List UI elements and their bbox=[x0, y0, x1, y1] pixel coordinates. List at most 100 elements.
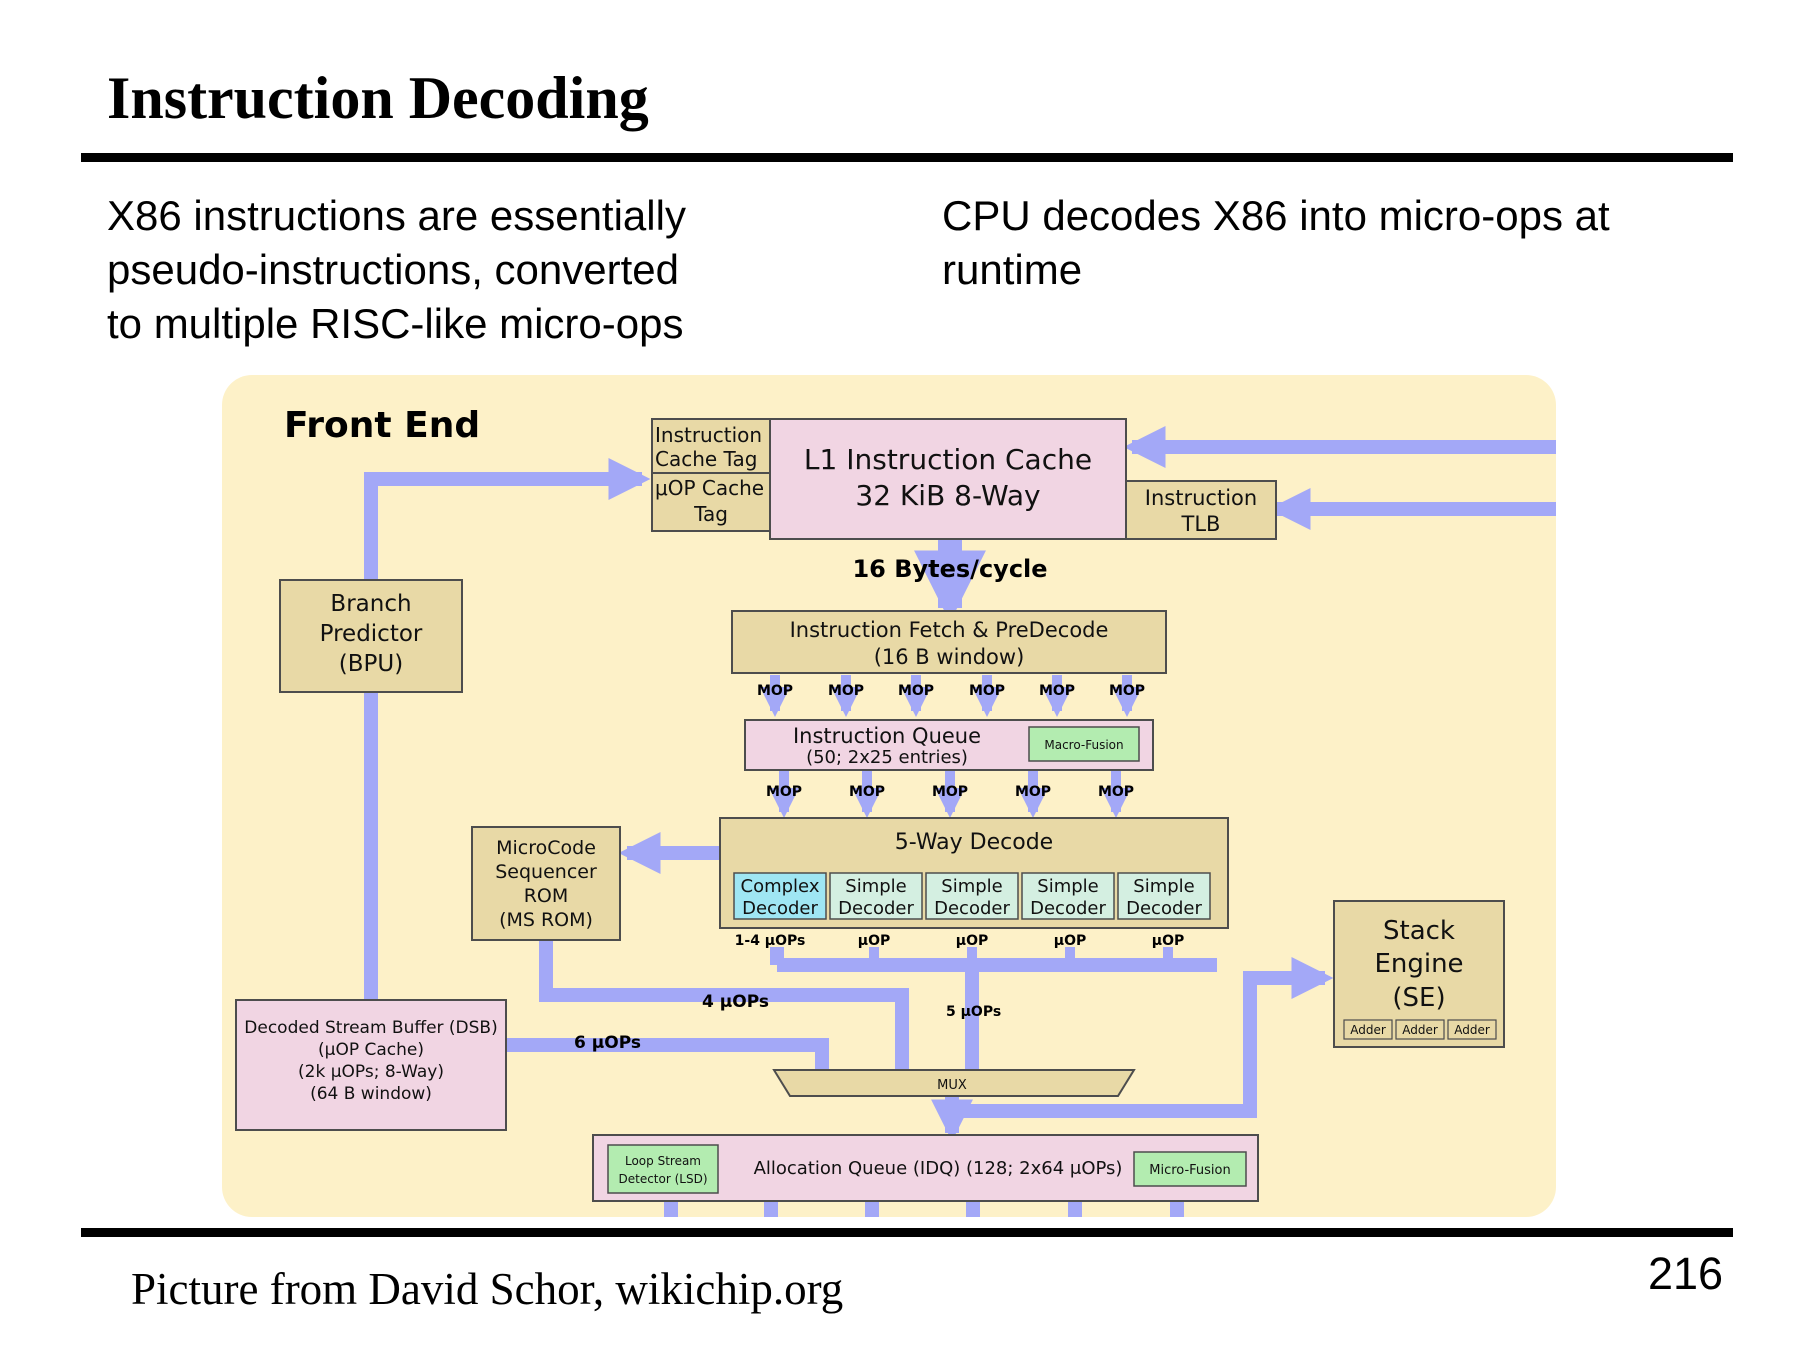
simple-decoder-4: Simple Decoder bbox=[1117, 872, 1211, 920]
ms-rom-label: MicroCode bbox=[496, 837, 596, 859]
mop-label: MOP bbox=[1109, 683, 1145, 699]
complex-decoder: Complex Decoder bbox=[733, 872, 827, 920]
lsd-label: Loop Stream bbox=[625, 1154, 701, 1168]
left-text-line: X86 instructions are essentially bbox=[107, 192, 686, 239]
datapath-arrows bbox=[364, 426, 1556, 1217]
simple-decoder-label: Decoder bbox=[1030, 898, 1106, 919]
mux-label: MUX bbox=[937, 1078, 967, 1093]
left-text-line: pseudo-instructions, converted bbox=[107, 246, 679, 293]
iq-label: (50; 2x25 entries) bbox=[806, 747, 968, 768]
l1-instruction-cache-block: L1 Instruction Cache 32 KiB 8-Way bbox=[769, 418, 1127, 540]
mop-label: MOP bbox=[828, 683, 864, 699]
itlb-label: TLB bbox=[1181, 512, 1221, 536]
adder-label: Adder bbox=[1350, 1023, 1386, 1037]
right-text-line: runtime bbox=[942, 246, 1083, 293]
itlb-label: Instruction bbox=[1145, 486, 1257, 510]
adder-box bbox=[1447, 1019, 1497, 1040]
icache-tag-block: Instruction Cache Tag bbox=[651, 418, 771, 474]
mop-label: MOP bbox=[1039, 683, 1075, 699]
five-way-decode-block: 5-Way Decode Complex Decoder Simple Deco… bbox=[719, 817, 1229, 929]
slide-title: Instruction Decoding bbox=[107, 65, 649, 131]
uop-cache-tag-label: Tag bbox=[693, 502, 728, 526]
mux-block: MUX bbox=[772, 1069, 1136, 1097]
itlb-block: Instruction TLB bbox=[1125, 480, 1277, 540]
stack-engine-label: Engine bbox=[1374, 949, 1463, 979]
uop-label: μOP bbox=[956, 933, 988, 949]
diagram-background bbox=[222, 375, 1556, 1217]
iq-label: Instruction Queue bbox=[793, 724, 981, 748]
icache-tag-label: Cache Tag bbox=[655, 447, 757, 471]
stack-engine-label: Stack bbox=[1383, 916, 1455, 946]
adder-box bbox=[1395, 1019, 1445, 1040]
lsd-label: Detector (LSD) bbox=[618, 1172, 707, 1186]
mop-label: MOP bbox=[757, 683, 793, 699]
left-text-line: to multiple RISC-like micro-ops bbox=[107, 300, 684, 347]
mop-labels-queue: MOP MOP MOP MOP MOP bbox=[766, 784, 1134, 800]
decoder-output-labels: 1-4 μOPs μOP μOP μOP μOP bbox=[735, 933, 1185, 949]
stack-engine-block: Stack Engine (SE) Adder Adder Adder bbox=[1333, 900, 1505, 1048]
lsd-box bbox=[607, 1144, 719, 1194]
right-bullet-text: CPU decodes X86 into micro-ops at runtim… bbox=[942, 189, 1610, 297]
adder-label: Adder bbox=[1402, 1023, 1438, 1037]
simple-decoder-label: Simple bbox=[1037, 876, 1098, 897]
simple-decoder-3: Simple Decoder bbox=[1021, 872, 1115, 920]
decode-label: 5-Way Decode bbox=[895, 830, 1053, 855]
fetch-predecode-block: Instruction Fetch & PreDecode (16 B wind… bbox=[731, 610, 1167, 674]
uops-5-label: 5 μOPs bbox=[946, 1004, 1001, 1020]
mop-label: MOP bbox=[766, 784, 802, 800]
mop-label: MOP bbox=[1015, 784, 1051, 800]
mop-label: MOP bbox=[1098, 784, 1134, 800]
microcode-rom-block: MicroCode Sequencer ROM (MS ROM) bbox=[471, 826, 621, 941]
dsb-label: Decoded Stream Buffer (DSB) bbox=[244, 1018, 497, 1038]
allocation-queue-block: Allocation Queue (IDQ) (128; 2x64 μOPs) … bbox=[592, 1134, 1259, 1202]
simple-decoder-label: Decoder bbox=[934, 898, 1010, 919]
fetch-rate-label: 16 Bytes/cycle bbox=[852, 555, 1047, 583]
fetch-predecode-label: (16 B window) bbox=[874, 645, 1025, 669]
simple-decoder-2: Simple Decoder bbox=[925, 872, 1019, 920]
front-end-heading: Front End bbox=[284, 405, 480, 446]
mop-label: MOP bbox=[898, 683, 934, 699]
stack-engine-label: (SE) bbox=[1392, 983, 1445, 1013]
ms-rom-label: Sequencer bbox=[495, 861, 597, 883]
micro-fusion-box bbox=[1133, 1151, 1247, 1187]
uops-4-label: 4 μOPs bbox=[702, 992, 769, 1012]
instruction-queue-block: Instruction Queue (50; 2x25 entries) Mac… bbox=[744, 719, 1154, 771]
title-divider bbox=[81, 153, 1733, 162]
decoder-output-stubs bbox=[869, 947, 1173, 965]
footer-divider bbox=[81, 1228, 1733, 1237]
uop-label: μOP bbox=[1054, 933, 1086, 949]
micro-fusion-label: Micro-Fusion bbox=[1149, 1163, 1231, 1178]
icache-tag-label: Instruction bbox=[655, 423, 762, 447]
image-credit: Picture from David Schor, wikichip.org bbox=[131, 1264, 844, 1314]
bpu-label: (BPU) bbox=[339, 651, 403, 677]
simple-decoder-label: Simple bbox=[1133, 876, 1194, 897]
macro-fusion-box bbox=[1028, 726, 1140, 762]
bpu-label: Branch bbox=[330, 591, 411, 617]
uop-label: μOP bbox=[858, 933, 890, 949]
mop-arrows-fetch bbox=[760, 675, 1142, 717]
bpu-label: Predictor bbox=[320, 621, 423, 647]
fetch-predecode-label: Instruction Fetch & PreDecode bbox=[790, 618, 1109, 642]
ms-rom-label: (MS ROM) bbox=[499, 909, 593, 931]
dsb-label: (2k μOPs; 8-Way) bbox=[298, 1062, 444, 1082]
macro-fusion-label: Macro-Fusion bbox=[1044, 738, 1123, 752]
simple-decoder-label: Simple bbox=[941, 876, 1002, 897]
complex-decoder-label: Complex bbox=[741, 876, 820, 897]
complex-decoder-label: Decoder bbox=[742, 898, 818, 919]
adder-box bbox=[1343, 1019, 1393, 1040]
branch-predictor-block: Branch Predictor (BPU) bbox=[279, 579, 463, 693]
uop-1-4-label: 1-4 μOPs bbox=[735, 933, 806, 949]
left-bullet-text: X86 instructions are essentially pseudo-… bbox=[107, 189, 686, 351]
simple-decoder-label: Decoder bbox=[838, 898, 914, 919]
mop-labels-fetch: MOP MOP MOP MOP MOP MOP bbox=[757, 683, 1145, 699]
simple-decoder-label: Decoder bbox=[1126, 898, 1202, 919]
uops-6-label: 6 μOPs bbox=[574, 1033, 641, 1053]
l1-cache-label: L1 Instruction Cache bbox=[804, 443, 1092, 476]
dsb-label: (64 B window) bbox=[310, 1084, 432, 1104]
dsb-label: (μOP Cache) bbox=[318, 1040, 424, 1060]
uop-cache-tag-label: μOP Cache bbox=[655, 476, 764, 500]
uop-cache-tag-block: μOP Cache Tag bbox=[651, 472, 771, 532]
front-end-diagram: Front End Instruction Cache Tag μOP Cach… bbox=[222, 375, 1556, 1217]
idq-label: Allocation Queue (IDQ) (128; 2x64 μOPs) bbox=[754, 1158, 1123, 1179]
mop-label: MOP bbox=[932, 784, 968, 800]
